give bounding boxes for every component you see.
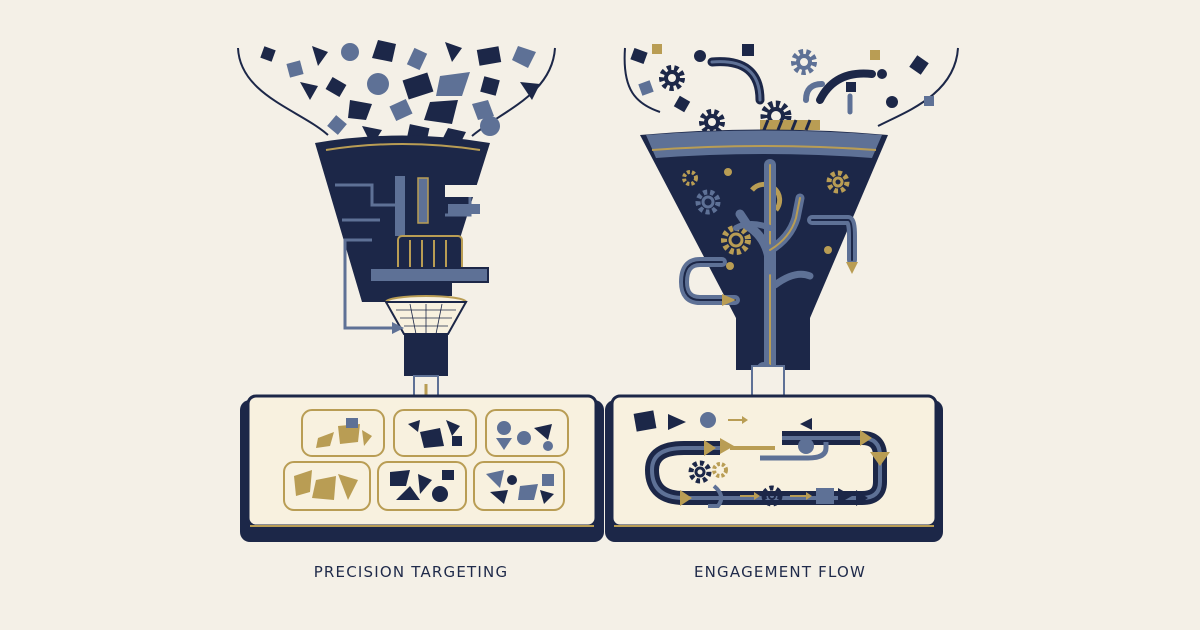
shape xyxy=(846,82,856,92)
funnel-band xyxy=(646,130,882,158)
funnel-rim xyxy=(325,143,481,151)
spray-outline-left xyxy=(623,47,661,113)
precision-targeting-illustration xyxy=(237,40,604,542)
shape xyxy=(673,95,691,113)
shape xyxy=(436,72,470,96)
shape xyxy=(389,98,413,122)
right-arrow-icon xyxy=(704,440,716,456)
shape xyxy=(630,47,648,65)
shape xyxy=(694,50,706,62)
filter-housing xyxy=(397,235,463,273)
gear-icon xyxy=(688,460,712,484)
sorted-shapes xyxy=(294,418,554,504)
shape xyxy=(472,100,494,120)
shape xyxy=(327,115,347,135)
shape xyxy=(512,46,536,68)
feedback-loop xyxy=(343,238,394,330)
shape xyxy=(480,76,500,96)
shape xyxy=(445,42,462,62)
right-arrow-icon xyxy=(722,294,736,306)
gear-icon xyxy=(761,485,783,507)
filter-base xyxy=(382,282,452,296)
gear-icon xyxy=(826,170,850,194)
shape xyxy=(652,44,662,54)
machine-column xyxy=(395,176,405,236)
shape xyxy=(800,418,812,430)
down-arrow-icon xyxy=(870,452,890,466)
play-icon xyxy=(668,414,686,430)
precision-targeting-caption: PRECISION TARGETING xyxy=(313,563,509,581)
shape xyxy=(402,72,434,100)
shape xyxy=(886,96,898,108)
down-arrow-icon xyxy=(846,262,858,274)
gear-icon xyxy=(791,49,817,75)
right-arrow-icon xyxy=(392,322,404,334)
gear-icon xyxy=(712,462,728,478)
funnel-nozzle xyxy=(404,334,448,376)
shape xyxy=(924,96,934,106)
falling-shapes xyxy=(260,40,540,148)
hazard-stripe xyxy=(760,120,820,130)
shape xyxy=(798,438,814,454)
shape xyxy=(312,46,328,66)
funnel-slot xyxy=(448,204,480,214)
shape xyxy=(341,43,359,61)
shape xyxy=(348,100,372,120)
shape xyxy=(260,46,276,62)
shape xyxy=(362,126,382,146)
funnel-slot xyxy=(445,185,483,197)
shape xyxy=(372,40,396,62)
engagement-flow-illustration xyxy=(605,44,959,542)
shape xyxy=(909,55,929,75)
filter-plate xyxy=(369,267,489,283)
shape xyxy=(476,46,502,66)
gear-icon xyxy=(682,170,698,186)
shape xyxy=(480,116,500,136)
shape xyxy=(700,412,716,428)
shape xyxy=(300,82,318,100)
flow-items xyxy=(633,410,852,508)
shape xyxy=(633,410,657,432)
falling-gears xyxy=(630,44,934,135)
funnel-rim xyxy=(651,145,877,151)
shape xyxy=(406,47,428,71)
gear-icon xyxy=(695,189,721,215)
spray-outline-left xyxy=(237,47,329,136)
shape xyxy=(742,44,754,56)
machine-column xyxy=(418,178,428,223)
shape xyxy=(367,73,389,95)
falling-pipes xyxy=(707,57,887,115)
shape xyxy=(870,50,880,60)
engagement-flow-caption: ENGAGEMENT FLOW xyxy=(693,563,867,581)
shape xyxy=(520,82,540,100)
output-chute xyxy=(751,365,785,397)
shape xyxy=(638,80,654,96)
shape xyxy=(286,60,304,78)
shape xyxy=(325,76,347,98)
shape xyxy=(816,488,834,504)
shape xyxy=(424,100,458,124)
gear-icon xyxy=(699,109,725,135)
gear-icon xyxy=(659,65,685,91)
